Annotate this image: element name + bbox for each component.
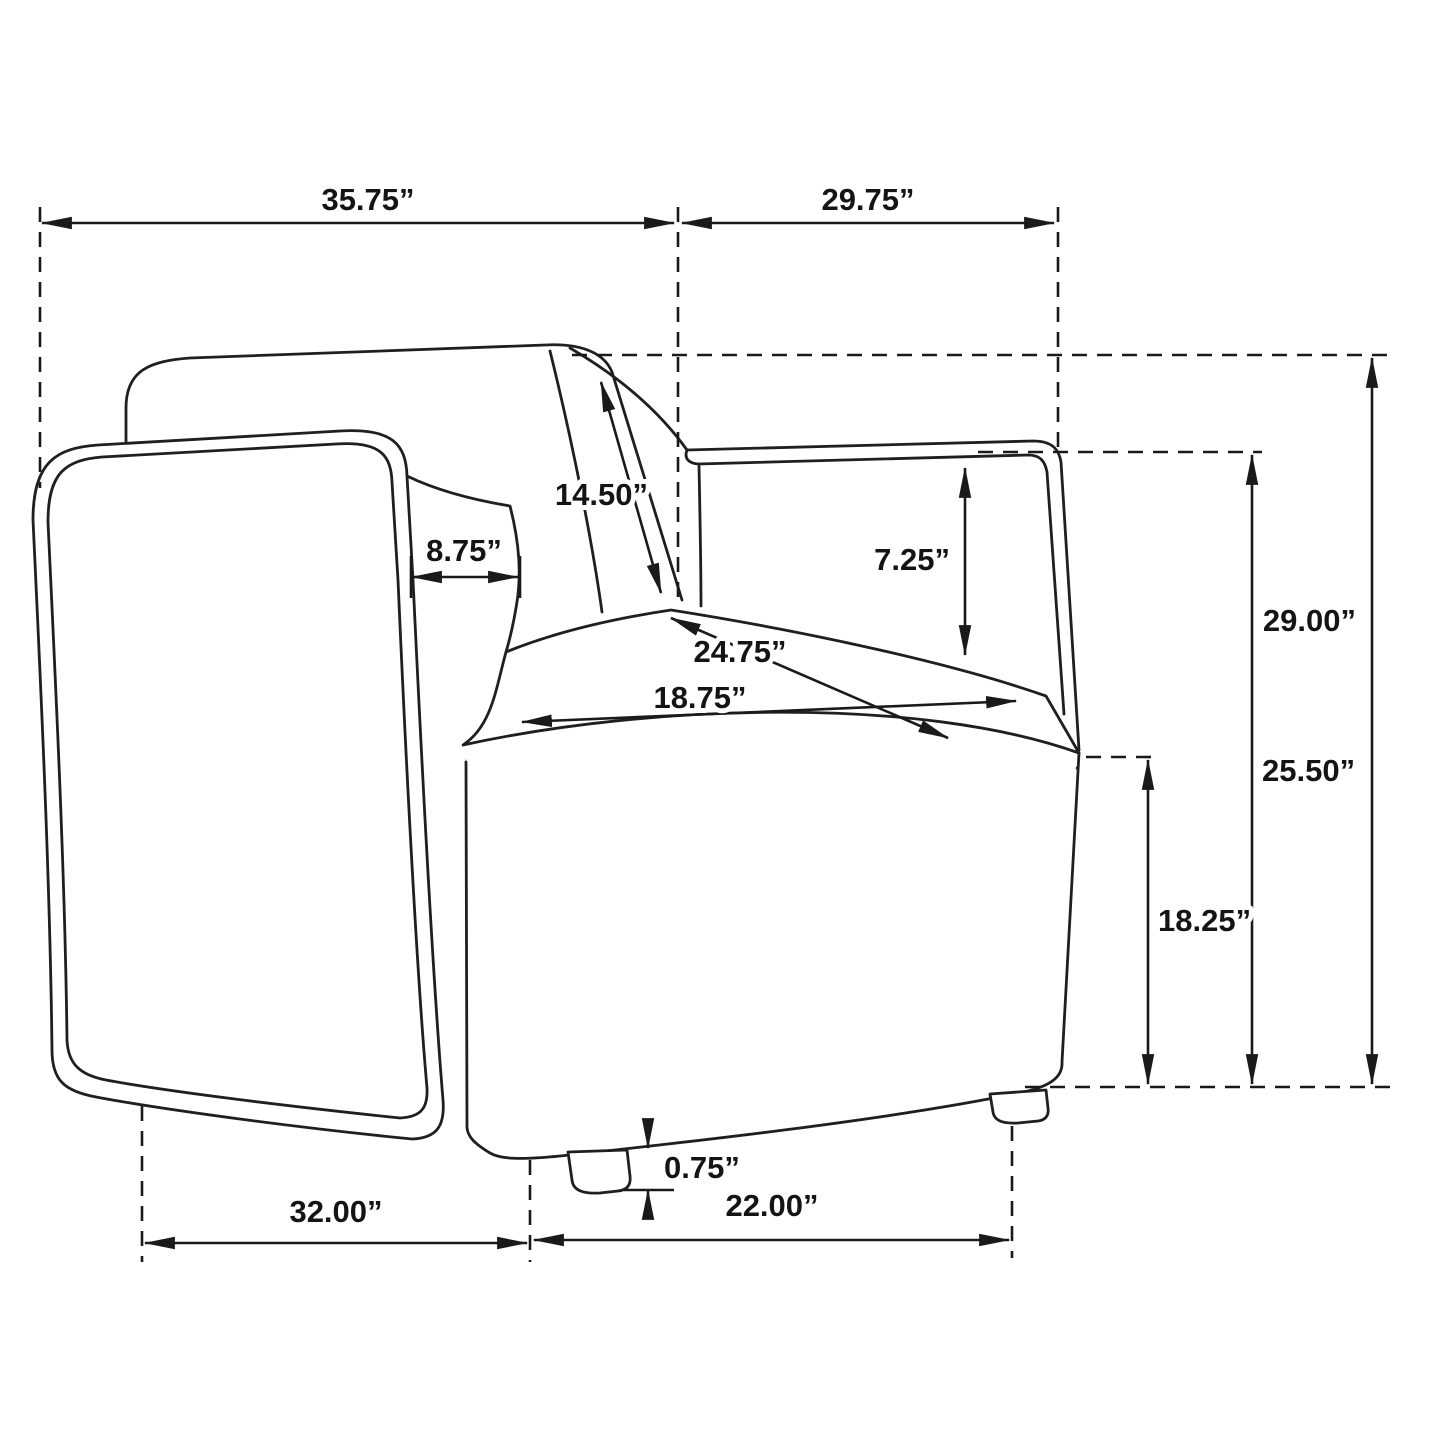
extension-lines <box>38 207 1392 1262</box>
chair-left-arm-top-fill <box>407 476 520 652</box>
chair-right-foot <box>988 1088 1050 1125</box>
dimension-lines <box>40 216 1379 1250</box>
chair-back-outline <box>124 343 684 602</box>
dim-label-side-width: 32.00” <box>289 1194 382 1229</box>
dimension-labels: 35.75” 29.75” 29.00” 25.50” 18.25” 14.50… <box>284 177 1361 1234</box>
dim-label-back-height: 14.50” <box>555 477 648 512</box>
dim-label-inner-back-height: 7.25” <box>874 542 950 577</box>
chair-right-arm-outer <box>685 439 1081 752</box>
chair-base-fill <box>466 725 1076 1159</box>
chair-right-arm-inner <box>684 448 1066 716</box>
dim-label-seat-height: 18.25” <box>1158 903 1251 938</box>
dim-label-seat-depth: 24.75” <box>693 634 786 669</box>
chair-left-arm-panel <box>31 429 445 1141</box>
dim-label-leg-height: 0.75” <box>664 1150 740 1185</box>
dim-label-arm-width: 8.75” <box>426 533 502 568</box>
chair-back-seam <box>548 349 604 614</box>
dim-label-front-depth: 22.00” <box>725 1188 818 1223</box>
dim-line-back-height <box>599 380 663 595</box>
chair-left-arm-piping <box>46 442 429 1120</box>
chair-back-fill <box>126 344 682 652</box>
dim-label-top-depth: 29.75” <box>821 182 914 217</box>
dim-label-seat-width: 18.75” <box>653 680 746 715</box>
chair-right-arm-junction <box>697 464 703 608</box>
chair-sketch <box>31 343 1081 1195</box>
chair-left-arm-top-edge <box>405 474 521 654</box>
chair-left-foot <box>566 1148 632 1195</box>
dim-label-arm-height: 25.50” <box>1262 753 1355 788</box>
dim-line-seat-width <box>520 696 1018 727</box>
dim-label-overall-height: 29.00” <box>1263 603 1356 638</box>
dim-label-top-width: 35.75” <box>321 182 414 217</box>
